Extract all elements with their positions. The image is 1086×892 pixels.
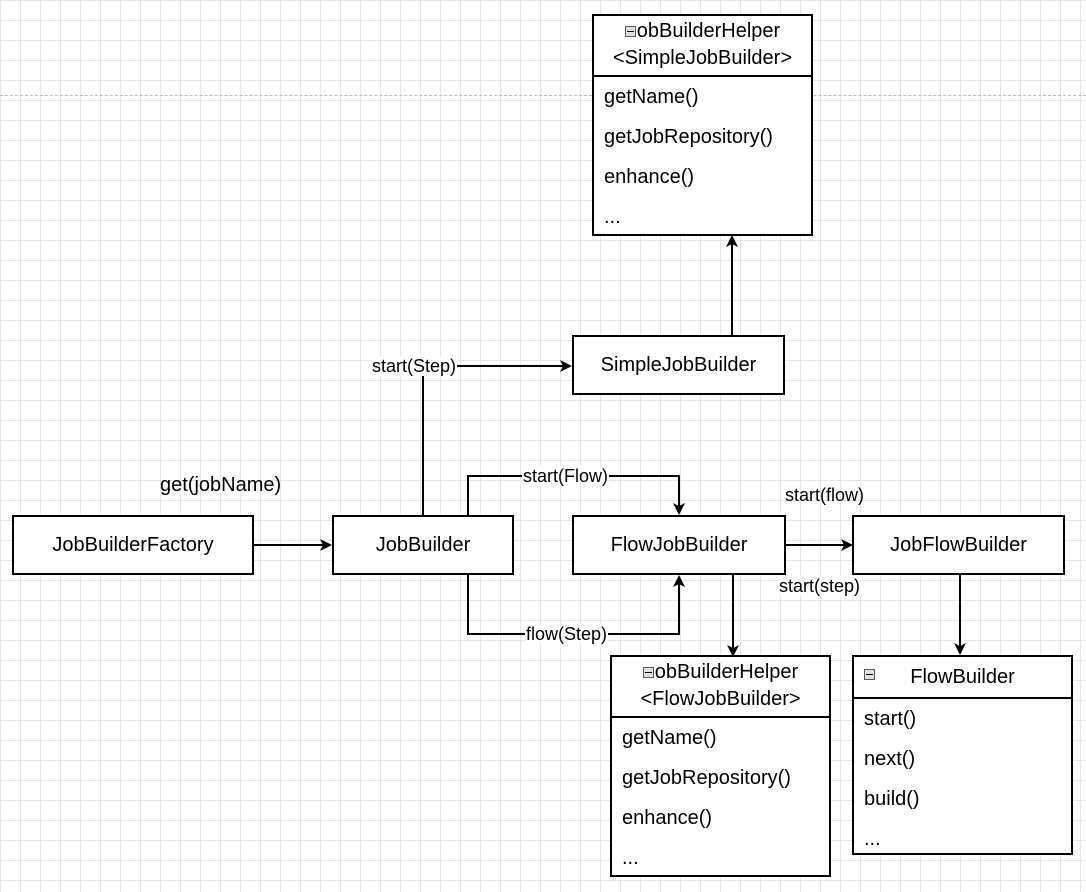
member-item: build() [864, 788, 920, 810]
class-title-row: obBuilderHelper [594, 18, 811, 45]
node-label: JobBuilder [375, 533, 471, 556]
edge-label-flow-step: flow(Step) [525, 624, 609, 644]
member-item: start() [864, 708, 917, 730]
member-item: ... [604, 206, 621, 228]
member-list: start() next() build() ... [854, 699, 1071, 859]
member-item: enhance() [622, 807, 713, 829]
class-title: obBuilderHelper [636, 20, 781, 42]
class-flow-builder-helper[interactable]: obBuilderHelper <FlowJobBuilder> getName… [610, 655, 831, 877]
member-list: getName() getJobRepository() enhance() .… [612, 718, 829, 878]
node-label: FlowJobBuilder [610, 533, 748, 556]
page-break-line [0, 95, 1086, 96]
node-label: SimpleJobBuilder [600, 353, 757, 376]
class-header: obBuilderHelper <FlowJobBuilder> [612, 657, 829, 718]
class-header: obBuilderHelper <SimpleJobBuilder> [594, 16, 811, 77]
member-item: ... [622, 847, 639, 869]
collapse-icon[interactable] [642, 667, 654, 679]
edge-jobbuilder-to-simple [422, 360, 572, 515]
node-job-flow-builder[interactable]: JobFlowBuilder [852, 515, 1065, 575]
member-item: ... [864, 828, 881, 850]
class-simple-builder-helper[interactable]: obBuilderHelper <SimpleJobBuilder> getNa… [592, 14, 813, 236]
node-flow-job-builder[interactable]: FlowJobBuilder [572, 515, 786, 575]
member-list: getName() getJobRepository() enhance() .… [594, 77, 811, 237]
node-simple-job-builder[interactable]: SimpleJobBuilder [572, 335, 785, 395]
edge-label-start-step-lower: start(step) [778, 576, 862, 596]
node-label: JobFlowBuilder [890, 533, 1027, 556]
node-job-builder[interactable]: JobBuilder [332, 515, 514, 575]
node-job-builder-factory[interactable]: JobBuilderFactory [12, 515, 254, 575]
class-title: FlowBuilder [910, 666, 1015, 688]
edge-label-start-flow: start(Flow) [522, 466, 609, 486]
member-item: getJobRepository() [622, 767, 791, 789]
edge-label-start-step: start(Step) [371, 356, 458, 376]
member-item: getName() [622, 727, 717, 749]
class-title: obBuilderHelper [654, 661, 799, 683]
member-item: getJobRepository() [604, 126, 773, 148]
member-item: enhance() [604, 166, 695, 188]
node-label: JobBuilderFactory [52, 533, 214, 556]
class-type-param: <SimpleJobBuilder> [613, 47, 792, 69]
edge-label-get-job-name: get(jobName) [160, 474, 282, 496]
collapse-icon[interactable] [624, 26, 636, 38]
class-title-row: obBuilderHelper [612, 659, 829, 686]
class-header: FlowBuilder [854, 657, 1071, 699]
edge-label-start-flow-lower: start(flow) [785, 485, 865, 505]
member-item: getName() [604, 86, 699, 108]
class-flow-builder[interactable]: FlowBuilder start() next() build() ... [852, 655, 1073, 855]
collapse-icon[interactable] [864, 669, 875, 680]
class-type-param: <FlowJobBuilder> [640, 688, 801, 710]
member-item: next() [864, 748, 916, 770]
